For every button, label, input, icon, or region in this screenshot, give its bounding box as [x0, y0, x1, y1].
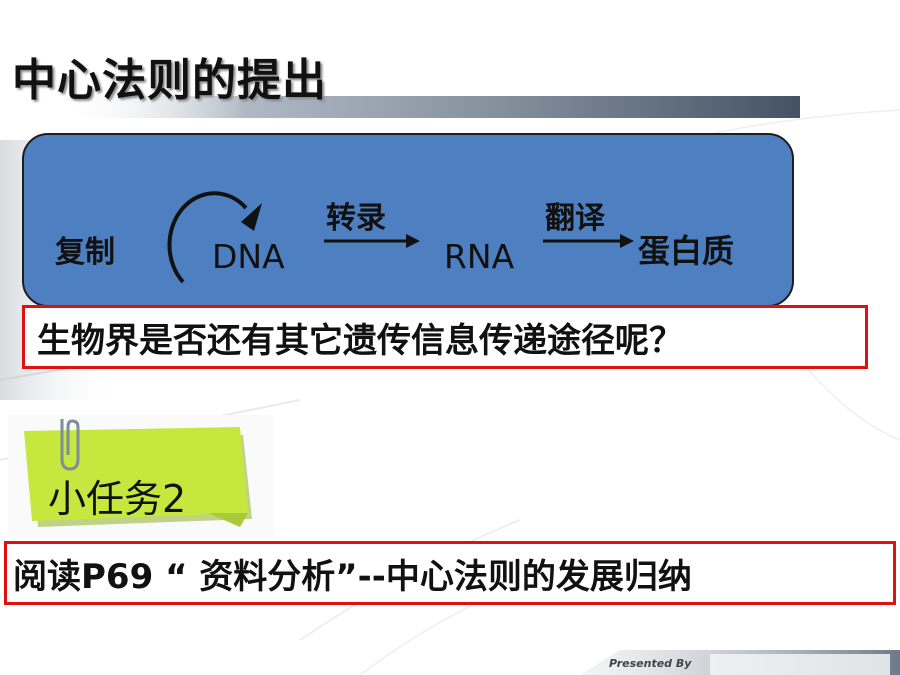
paperclip-icon — [60, 419, 80, 471]
dna-label: DNA — [212, 237, 285, 276]
footer-band — [580, 650, 900, 675]
replication-label: 复制 — [55, 235, 115, 270]
task-text: 阅读P69 “ 资料分析”--中心法则的发展归纳 — [13, 556, 692, 597]
slide-title: 中心法则的提出 — [12, 55, 327, 106]
central-dogma-diagram: 复制 DNA 转录 RNA 翻译 蛋白质 — [55, 191, 734, 284]
protein-label: 蛋白质 — [638, 232, 734, 270]
footer-presented-by: Presented By — [609, 657, 692, 670]
translation-arrowhead — [620, 234, 634, 248]
translation-label: 翻译 — [545, 201, 606, 236]
task-note-label: 小任务2 — [48, 477, 187, 521]
replication-arrowhead — [241, 203, 262, 231]
sticky-note-graphic — [24, 419, 252, 527]
rna-label: RNA — [444, 237, 515, 276]
transcription-label: 转录 — [326, 201, 386, 236]
task-highlight-box: 阅读P69 “ 资料分析”--中心法则的发展归纳 — [4, 541, 896, 605]
replication-cycle-arrow — [167, 191, 248, 284]
sticky-note — [8, 415, 273, 537]
question-highlight-box: 生物界是否还有其它遗传信息传递途径呢？ — [22, 305, 868, 369]
transcription-arrowhead — [406, 234, 420, 248]
question-text: 生物界是否还有其它遗传信息传递途径呢？ — [37, 320, 683, 361]
